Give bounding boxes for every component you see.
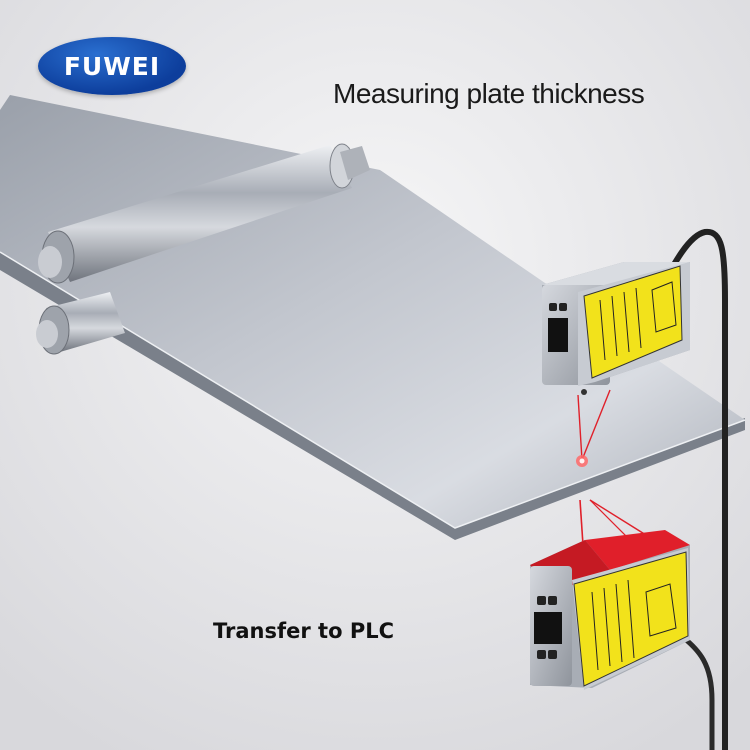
upper-roller <box>38 143 370 284</box>
fuwei-logo: FUWEI <box>38 37 186 95</box>
logo-text: FUWEI <box>63 51 161 81</box>
sensor-bottom <box>530 530 690 690</box>
caption-transfer: Transfer to PLC <box>213 619 395 643</box>
lower-roller <box>36 292 125 355</box>
sensor-top <box>542 262 690 395</box>
headline: Measuring plate thickness <box>333 78 645 109</box>
